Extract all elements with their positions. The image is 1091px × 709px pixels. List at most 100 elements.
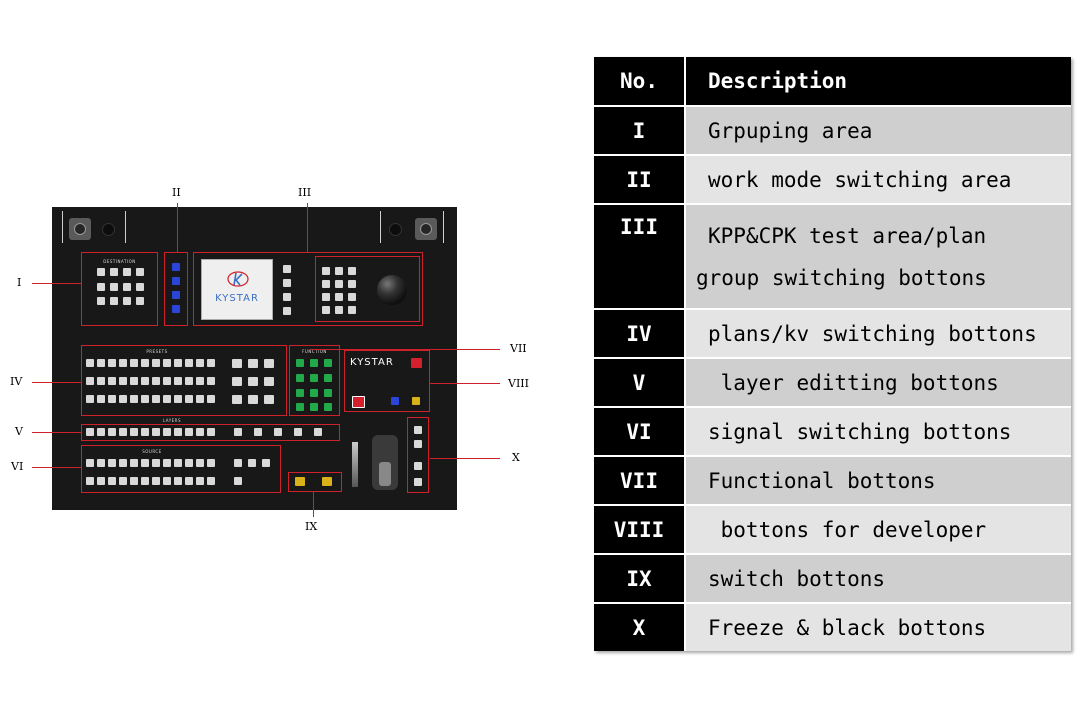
mode-key[interactable]: [172, 305, 180, 313]
function-key[interactable]: [296, 389, 304, 397]
preset-key[interactable]: [97, 395, 105, 403]
source-side-key[interactable]: [248, 459, 256, 467]
preset-key[interactable]: [86, 377, 94, 385]
preset-key[interactable]: [163, 395, 171, 403]
developer-yellow-key[interactable]: [412, 397, 420, 405]
source-key[interactable]: [207, 459, 215, 467]
function-key[interactable]: [296, 359, 304, 367]
keypad-key[interactable]: [322, 293, 330, 301]
source-side-key[interactable]: [262, 459, 270, 467]
preset-key[interactable]: [174, 377, 182, 385]
keypad-key[interactable]: [348, 280, 356, 288]
source-key[interactable]: [174, 477, 182, 485]
preset-side-key[interactable]: [264, 359, 274, 368]
layer-key[interactable]: [174, 428, 182, 436]
preset-key[interactable]: [174, 359, 182, 367]
function-key[interactable]: [324, 359, 332, 367]
developer-red-key[interactable]: [352, 396, 365, 408]
keypad-key[interactable]: [348, 293, 356, 301]
preset-key[interactable]: [152, 359, 160, 367]
dest-key[interactable]: [97, 268, 105, 276]
freeze-key[interactable]: [414, 440, 422, 448]
preset-key[interactable]: [152, 395, 160, 403]
black-key[interactable]: [414, 462, 422, 470]
preset-key[interactable]: [207, 377, 215, 385]
preset-side-key[interactable]: [248, 359, 258, 368]
function-key[interactable]: [310, 359, 318, 367]
source-key[interactable]: [174, 459, 182, 467]
keypad-key[interactable]: [348, 306, 356, 314]
dest-key[interactable]: [136, 268, 144, 276]
trackball[interactable]: [377, 275, 407, 305]
dest-key[interactable]: [136, 297, 144, 305]
layer-key[interactable]: [196, 428, 204, 436]
preset-key[interactable]: [86, 395, 94, 403]
developer-red-key[interactable]: [411, 358, 422, 368]
preset-key[interactable]: [196, 395, 204, 403]
source-key[interactable]: [152, 477, 160, 485]
source-key[interactable]: [130, 459, 138, 467]
source-key[interactable]: [163, 459, 171, 467]
dest-key[interactable]: [123, 268, 131, 276]
source-key[interactable]: [196, 459, 204, 467]
source-key[interactable]: [185, 459, 193, 467]
preset-key[interactable]: [130, 359, 138, 367]
preset-side-key[interactable]: [232, 395, 242, 404]
preset-key[interactable]: [141, 359, 149, 367]
preset-side-key[interactable]: [232, 377, 242, 386]
preset-key[interactable]: [196, 377, 204, 385]
preset-key[interactable]: [163, 377, 171, 385]
function-key[interactable]: [296, 403, 304, 411]
keypad-key[interactable]: [335, 306, 343, 314]
dest-key[interactable]: [123, 297, 131, 305]
preset-key[interactable]: [108, 395, 116, 403]
mode-key[interactable]: [172, 263, 180, 271]
preset-key[interactable]: [97, 377, 105, 385]
preset-key[interactable]: [207, 395, 215, 403]
preset-key[interactable]: [163, 359, 171, 367]
source-key[interactable]: [119, 477, 127, 485]
layer-key[interactable]: [119, 428, 127, 436]
source-side-key[interactable]: [234, 459, 242, 467]
preset-key[interactable]: [207, 359, 215, 367]
developer-blue-key[interactable]: [391, 397, 399, 405]
layer-key[interactable]: [130, 428, 138, 436]
preset-side-key[interactable]: [248, 395, 258, 404]
keypad-key[interactable]: [335, 280, 343, 288]
layer-key[interactable]: [207, 428, 215, 436]
preset-key[interactable]: [185, 377, 193, 385]
layer-edit-key[interactable]: [254, 428, 262, 436]
mode-key[interactable]: [172, 277, 180, 285]
source-key[interactable]: [119, 459, 127, 467]
source-key[interactable]: [185, 477, 193, 485]
source-key[interactable]: [108, 477, 116, 485]
source-key[interactable]: [196, 477, 204, 485]
source-key[interactable]: [97, 459, 105, 467]
keypad-key[interactable]: [322, 306, 330, 314]
dest-key[interactable]: [110, 283, 118, 291]
switch-key[interactable]: [295, 477, 305, 486]
layer-edit-key[interactable]: [234, 428, 242, 436]
function-key[interactable]: [310, 374, 318, 382]
preset-key[interactable]: [141, 395, 149, 403]
preset-key[interactable]: [185, 359, 193, 367]
function-key[interactable]: [296, 374, 304, 382]
preset-key[interactable]: [108, 377, 116, 385]
dest-key[interactable]: [123, 283, 131, 291]
source-key[interactable]: [108, 459, 116, 467]
preset-key[interactable]: [130, 395, 138, 403]
keypad-key[interactable]: [348, 267, 356, 275]
function-key[interactable]: [310, 389, 318, 397]
preset-key[interactable]: [174, 395, 182, 403]
preset-key[interactable]: [119, 395, 127, 403]
preset-key[interactable]: [97, 359, 105, 367]
keypad-key[interactable]: [322, 280, 330, 288]
freeze-key[interactable]: [414, 426, 422, 434]
function-key[interactable]: [310, 403, 318, 411]
keypad-key[interactable]: [335, 293, 343, 301]
source-key[interactable]: [141, 459, 149, 467]
preset-side-key[interactable]: [264, 395, 274, 404]
keypad-key[interactable]: [322, 267, 330, 275]
preset-side-key[interactable]: [248, 377, 258, 386]
dest-key[interactable]: [110, 297, 118, 305]
